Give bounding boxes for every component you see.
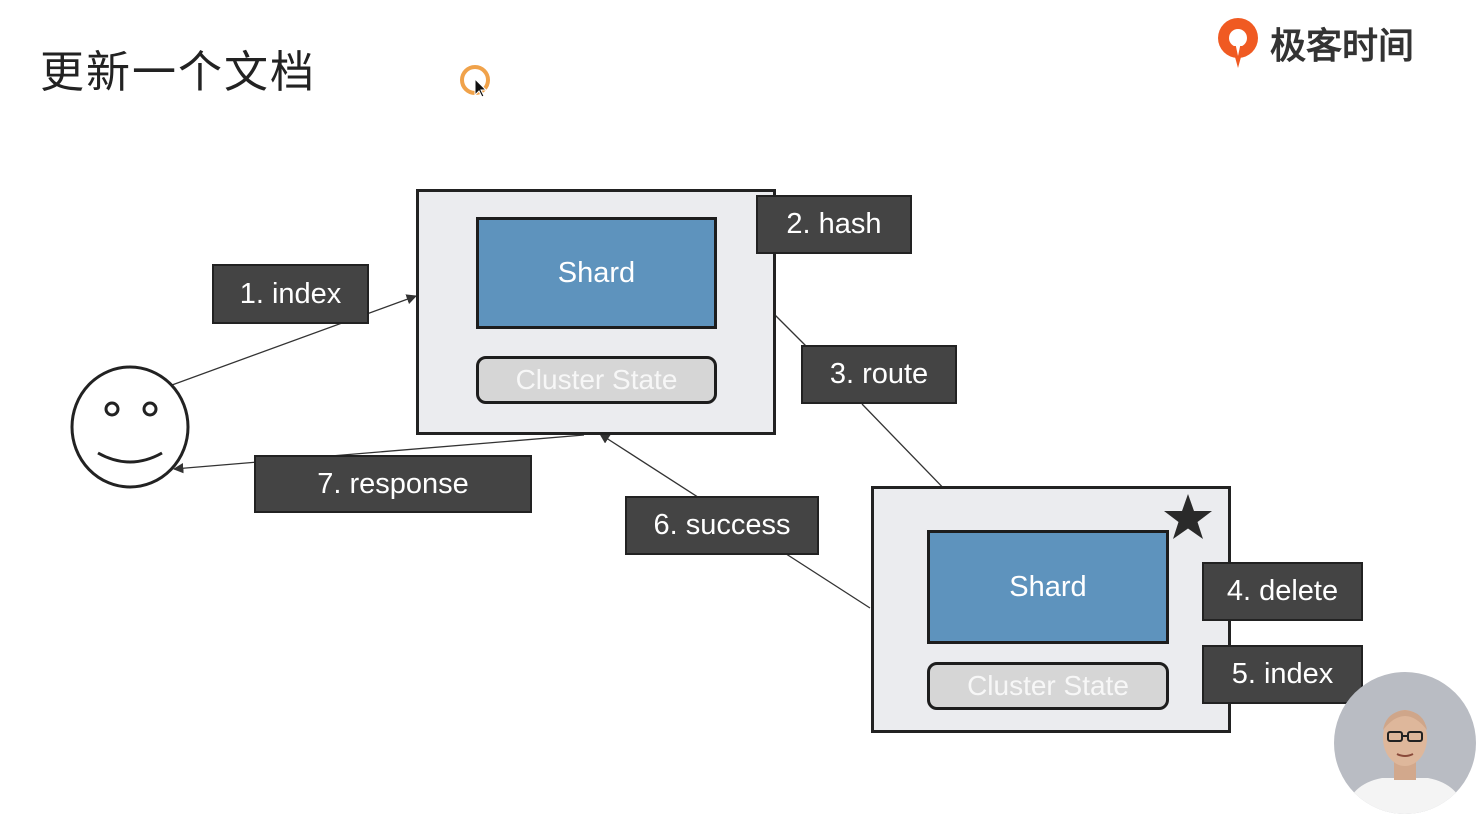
star-icon bbox=[1164, 494, 1212, 539]
step-4-delete: 4. delete bbox=[1202, 562, 1363, 621]
line-hash bbox=[773, 313, 807, 347]
cursor-icon bbox=[460, 65, 490, 97]
arrow-response bbox=[172, 434, 585, 474]
step-1-index: 1. index bbox=[212, 264, 369, 324]
presenter-avatar bbox=[1334, 672, 1476, 814]
shard-2: Shard bbox=[927, 530, 1169, 644]
slide-title: 更新一个文档 bbox=[40, 47, 316, 98]
shard-1: Shard bbox=[476, 217, 717, 329]
step-2-hash: 2. hash bbox=[756, 195, 912, 254]
step-5-index: 5. index bbox=[1202, 645, 1363, 704]
arrow-index bbox=[171, 294, 417, 386]
cluster-state-1: Cluster State bbox=[476, 356, 717, 404]
smiley-face-icon bbox=[70, 365, 190, 489]
cluster-state-2: Cluster State bbox=[927, 662, 1169, 710]
brand-name: 极客时间 bbox=[1270, 26, 1415, 67]
step-7-response: 7. response bbox=[254, 455, 532, 513]
step-3-route: 3. route bbox=[801, 345, 957, 404]
step-6-success: 6. success bbox=[625, 496, 819, 555]
brand-logo: 极客时间 bbox=[1214, 16, 1414, 70]
geektime-logo-icon bbox=[1218, 18, 1258, 68]
